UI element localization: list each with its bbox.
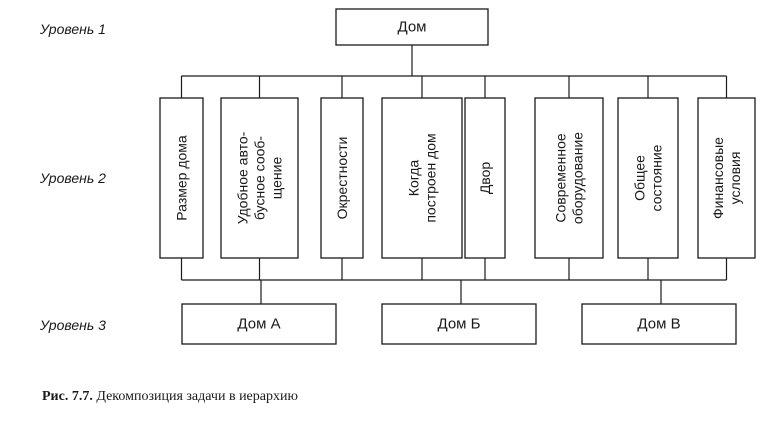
alternative-label: Дом А xyxy=(237,316,280,333)
criterion-label-line: состояние xyxy=(649,144,665,211)
alternatives-row: Дом А Дом Б Дом В xyxy=(181,303,737,345)
criterion-label: Современноеоборудование xyxy=(553,132,586,224)
alternative-label: Дом В xyxy=(637,316,680,333)
criteria-row: Размер дома Удобное авто-бусное сооб-щени… xyxy=(159,97,756,259)
criterion-label: Размер дома xyxy=(174,135,190,221)
criterion-label-line: построен дом xyxy=(423,133,439,222)
criterion-label-line: Окрестности xyxy=(334,137,350,220)
criterion-label-line: условия xyxy=(727,152,743,205)
alternative-node: Дом В xyxy=(581,303,737,345)
criterion-label: Финансовыеусловия xyxy=(710,137,743,219)
criterion-label: Окрестности xyxy=(334,137,350,220)
criterion-label-line: Современное xyxy=(553,133,569,223)
criterion-label-line: оборудование xyxy=(570,132,586,224)
alternative-node: Дом Б xyxy=(381,303,537,345)
connector-lines xyxy=(180,45,728,304)
caption-text: Декомпозиция задачи в иерархию xyxy=(92,389,298,404)
criterion-node: Когдапостроен дом xyxy=(381,97,463,259)
criterion-node: Общеесостояние xyxy=(617,97,679,259)
goal-label: Дом xyxy=(398,19,427,36)
caption-label: Рис. 7.7. xyxy=(42,389,93,404)
criterion-label: Когдапостроен дом xyxy=(406,133,439,222)
criterion-label-line: бусное сооб- xyxy=(252,136,268,220)
criterion-label-line: Удобное авто- xyxy=(235,131,251,224)
figure-caption: Рис. 7.7. Декомпозиция задачи в иерархию xyxy=(42,389,298,405)
criterion-label: Удобное авто-бусное сооб-щение xyxy=(235,131,285,224)
criterion-node: Финансовыеусловия xyxy=(697,97,756,259)
criterion-label-line: Двор xyxy=(477,162,493,195)
level-3-label: Уровень 3 xyxy=(39,317,106,333)
criterion-node: Удобное авто-бусное сооб-щение xyxy=(220,97,299,259)
criterion-label-line: щение xyxy=(269,157,285,200)
criterion-node: Окрестности xyxy=(320,97,364,259)
level-2-label: Уровень 2 xyxy=(39,170,106,186)
criterion-label-line: Финансовые xyxy=(710,137,726,219)
level-1-label: Уровень 1 xyxy=(39,21,106,37)
criterion-node: Современноеоборудование xyxy=(534,97,604,259)
criterion-label-line: Когда xyxy=(406,160,422,197)
criterion-label: Общеесостояние xyxy=(632,144,665,211)
criterion-label-line: Общее xyxy=(632,155,648,201)
criterion-label-line: Размер дома xyxy=(174,135,190,221)
goal-node: Дом xyxy=(335,8,489,46)
criterion-label: Двор xyxy=(477,162,493,195)
alternative-label: Дом Б xyxy=(438,316,481,333)
criterion-node: Размер дома xyxy=(159,97,204,259)
criterion-node: Двор xyxy=(464,97,506,259)
alternative-node: Дом А xyxy=(181,303,337,345)
